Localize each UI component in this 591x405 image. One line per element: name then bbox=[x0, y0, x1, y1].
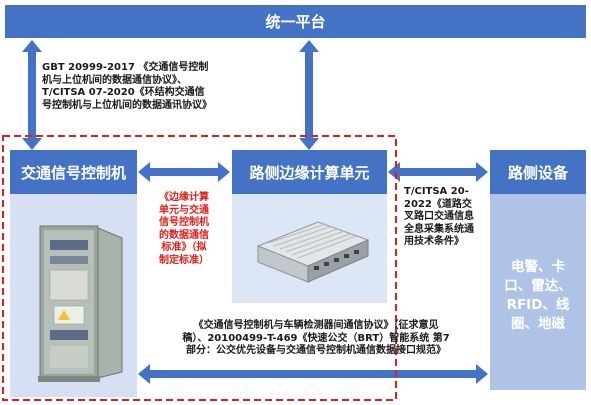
roadside-devices-label: 路侧设备 bbox=[507, 163, 568, 182]
middle-annotation: 《边缘计算 单元与交通 信号控制机 的数据通信 标准》（拟 制定标准） bbox=[141, 192, 227, 267]
arrow-bottom-long bbox=[138, 364, 488, 384]
bottom-annotation-line: 《交通信号控制机与车辆检测器间通信协议》（征求意见 bbox=[193, 320, 439, 331]
top-annotation-line: T/CITSA 07-2020《环结构交通信 bbox=[42, 87, 205, 98]
top-annotation-line: 机与上位机间的数据通信协议》、 bbox=[42, 74, 187, 86]
middle-annotation-line: 信号控制机 bbox=[159, 217, 209, 228]
roadside-devices-line: RFID、线 bbox=[506, 297, 570, 313]
edge-unit-label: 路侧边缘计算单元 bbox=[249, 163, 370, 182]
signal-controller-header: 交通信号控制机 bbox=[10, 150, 137, 194]
roadside-devices-line: 口、雷达、 bbox=[504, 278, 572, 294]
unified-platform-box: 统一平台 bbox=[5, 5, 586, 38]
right-annotation-line: 2022《道路交 bbox=[404, 198, 472, 210]
right-annotation: T/CITSA 20- 2022《道路交 叉路口交通信息 全息采集系统通 用技术… bbox=[404, 186, 474, 249]
right-annotation-line: 用技术条件》 bbox=[404, 236, 464, 247]
arrow-middle-right bbox=[388, 162, 488, 182]
right-annotation-line: 全息采集系统通 bbox=[404, 223, 474, 235]
middle-annotation-line: 制定标准） bbox=[159, 254, 209, 266]
middle-annotation-line: 单元与交通 bbox=[159, 204, 209, 216]
arrow-middle-vertical bbox=[299, 40, 319, 150]
roadside-devices-list: 电警、卡 口、雷达、 RFID、线 圈、地磁 bbox=[490, 258, 586, 334]
bottom-annotation: 《交通信号控制机与车辆检测器间通信协议》（征求意见 稿）、20100499-T-… bbox=[143, 320, 489, 358]
arrow-left-middle bbox=[138, 162, 230, 182]
dashed-boundary bbox=[2, 135, 397, 401]
unified-platform-label: 统一平台 bbox=[265, 13, 326, 31]
roadside-devices-line: 电警、卡 bbox=[511, 259, 565, 275]
arrow-left-vertical bbox=[22, 40, 42, 150]
middle-annotation-line: 标准》（拟 bbox=[161, 242, 207, 253]
bottom-annotation-line: 稿）、20100499-T-469《快速公交（BRT）智能系统 第7 bbox=[182, 332, 450, 344]
signal-controller-label: 交通信号控制机 bbox=[20, 163, 126, 182]
top-annotation-line: GBT 20999-2017 《交通信号控制 bbox=[42, 62, 209, 73]
top-annotation-line: 号控制机与上位机间的数据通讯协议》 bbox=[42, 99, 212, 111]
edge-unit-header: 路侧边缘计算单元 bbox=[232, 150, 387, 194]
right-annotation-line: T/CITSA 20- bbox=[404, 186, 469, 197]
bottom-annotation-line: 部分：公交优先设备与交通信号控制机通信数据接口规范》 bbox=[186, 345, 446, 356]
right-annotation-line: 叉路口交通信息 bbox=[404, 211, 474, 222]
middle-annotation-line: 的数据通信 bbox=[159, 229, 209, 241]
roadside-devices-header: 路侧设备 bbox=[490, 150, 586, 194]
roadside-devices-line: 圈、地磁 bbox=[511, 316, 565, 332]
top-annotation: GBT 20999-2017 《交通信号控制 机与上位机间的数据通信协议》、 T… bbox=[42, 62, 212, 112]
middle-annotation-line: 《边缘计算 bbox=[159, 192, 209, 203]
